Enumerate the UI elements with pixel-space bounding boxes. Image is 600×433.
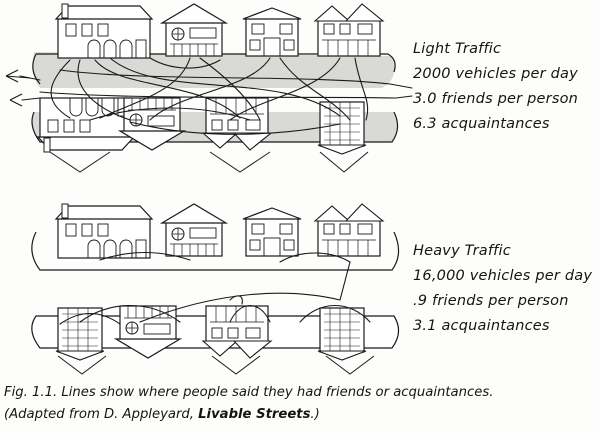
caption-source-suffix: .) bbox=[310, 407, 320, 422]
caption-line-2: (Adapted from D. Appleyard, Livable Stre… bbox=[4, 404, 598, 426]
light-traffic-friends: 3.0 friends per person bbox=[413, 91, 579, 107]
light-traffic-stats: Light Traffic 2000 vehicles per day 3.0 … bbox=[413, 37, 598, 137]
heavy-traffic-heading: Heavy Traffic bbox=[413, 243, 511, 259]
caption-source-prefix: (Adapted from D. Appleyard, bbox=[4, 407, 199, 422]
heavy-traffic-scene bbox=[31, 203, 400, 375]
light-traffic-acquaintances: 6.3 acquaintances bbox=[413, 116, 550, 132]
caption-book-title: Livable Streets bbox=[198, 407, 311, 422]
heavy-traffic-acquaintances: 3.1 acquaintances bbox=[413, 318, 550, 334]
heavy-traffic-stats: Heavy Traffic 16,000 vehicles per day .9… bbox=[413, 239, 598, 339]
heavy-traffic-vehicles: 16,000 vehicles per day bbox=[413, 268, 593, 284]
light-traffic-scene bbox=[5, 3, 413, 173]
figure-caption: Fig. 1.1. Lines show where people said t… bbox=[4, 382, 598, 426]
light-traffic-heading: Light Traffic bbox=[413, 41, 502, 57]
caption-line-1: Fig. 1.1. Lines show where people said t… bbox=[4, 385, 494, 400]
light-traffic-vehicles: 2000 vehicles per day bbox=[413, 66, 578, 82]
heavy-traffic-friends: .9 friends per person bbox=[413, 293, 569, 309]
